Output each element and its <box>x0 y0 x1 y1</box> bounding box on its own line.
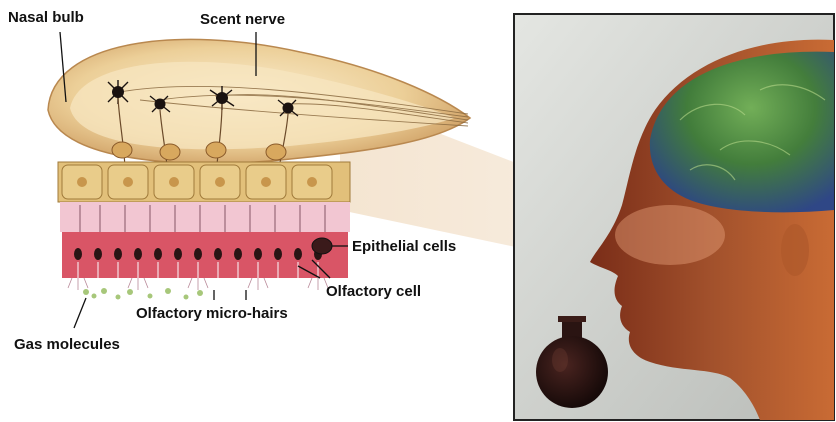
label-epithelial-cells: Epithelial cells <box>352 238 456 255</box>
leader-gas-molecules <box>74 298 86 328</box>
label-nasal-bulb: Nasal bulb <box>8 9 84 26</box>
ear <box>781 224 809 276</box>
epithelial-cell-highlight <box>312 238 332 254</box>
label-olfactory-cell: Olfactory cell <box>326 283 421 300</box>
label-scent-nerve: Scent nerve <box>200 11 285 28</box>
epithelial-layer <box>62 232 348 278</box>
label-olfactory-micro-hairs: Olfactory micro-hairs <box>136 305 288 322</box>
olfactory-glow <box>615 205 725 265</box>
label-gas-molecules: Gas molecules <box>14 336 120 353</box>
cell-row <box>58 162 350 202</box>
pink-layer <box>60 202 350 232</box>
head-photo <box>514 14 834 420</box>
micro-hairs <box>68 278 328 290</box>
gas-molecules <box>83 288 203 300</box>
